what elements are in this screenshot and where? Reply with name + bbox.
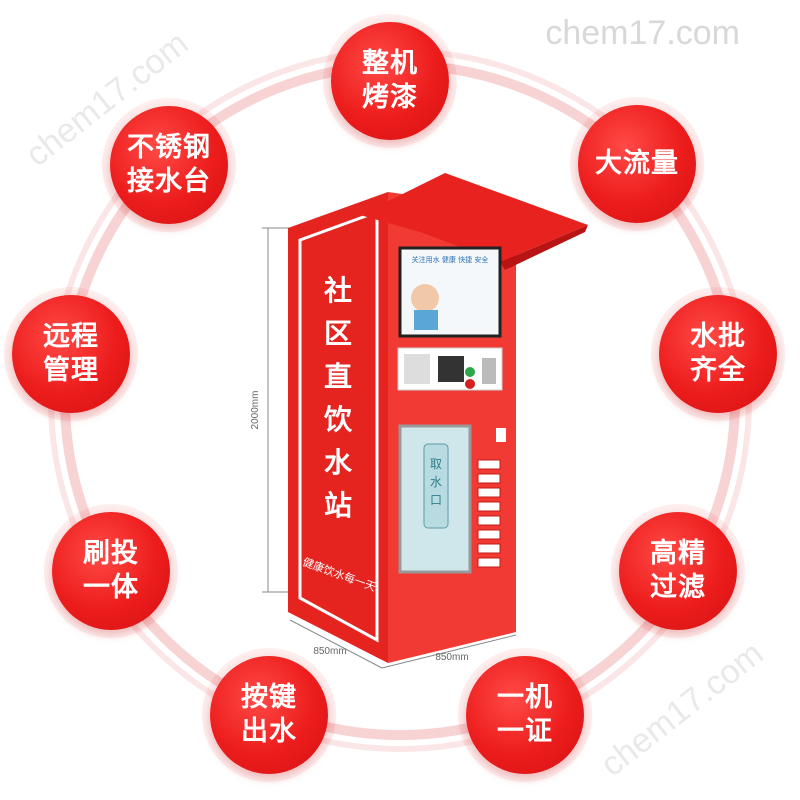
watermark-top: chem17.com [545, 14, 740, 52]
feature-line1: 刷投 [83, 538, 139, 569]
feature-button-dispense: 按键 出水 [210, 656, 328, 774]
dimension-lines [262, 227, 517, 669]
side-title-char: 区 [324, 317, 352, 350]
feature-line2: 齐全 [690, 355, 746, 386]
feature-line2: 一证 [497, 716, 553, 747]
depth-dimension: 850mm [313, 646, 346, 657]
stop-button [465, 379, 475, 389]
feature-one-cert: 一机 一证 [466, 656, 584, 774]
side-title-char: 饮 [323, 403, 353, 436]
feature-line1: 整机 [362, 48, 418, 79]
card-reader [404, 354, 430, 384]
screen-caption: 关注用水 健康 快捷 安全 [412, 255, 489, 264]
screen-child-shirt [414, 310, 438, 330]
side-title-char: 站 [324, 489, 352, 522]
tap-label-char: 取 [430, 457, 442, 471]
side-title-char: 直 [324, 360, 352, 393]
feature-line1: 水批 [690, 321, 746, 352]
lock [496, 428, 506, 442]
tap-nozzle [423, 443, 449, 529]
start-button [465, 367, 475, 377]
canopy-roof [360, 173, 588, 262]
feature-large-flow: 大流量 [578, 105, 696, 223]
feature-card-coin: 刷投 一体 [52, 512, 170, 630]
feature-line2: 管理 [43, 355, 99, 386]
feature-line2: 接水台 [127, 166, 211, 197]
feature-line1: 按键 [241, 682, 297, 713]
feature-baking-paint: 整机 烤漆 [331, 22, 449, 140]
screen-child-image [411, 284, 439, 312]
coin-slot [438, 356, 464, 382]
feature-certificates: 水批 齐全 [659, 295, 777, 413]
side-frame [298, 209, 379, 643]
feature-remote-management: 远程 管理 [12, 295, 130, 413]
feature-line2: 出水 [241, 716, 297, 747]
feature-line1: 高精 [650, 538, 706, 569]
feature-stainless-platform: 不锈钢 接水台 [110, 106, 228, 224]
instruction-list [477, 459, 501, 568]
feature-line2: 一体 [83, 572, 139, 603]
side-title-char: 社 [324, 274, 352, 307]
width-dimension: 850mm [435, 652, 468, 663]
tap-label-char: 口 [430, 493, 442, 507]
feature-line1: 一机 [497, 682, 553, 713]
feature-line2: 过滤 [650, 572, 706, 603]
feature-line1: 不锈钢 [127, 132, 211, 163]
height-dimension: 2000mm [250, 391, 261, 430]
bill-acceptor [482, 358, 496, 384]
feature-line1: 远程 [43, 321, 99, 352]
side-title-char: 水 [324, 446, 353, 479]
tap-label-char: 水 [430, 475, 442, 489]
feature-line2: 烤漆 [362, 82, 418, 113]
feature-high-filtration: 高精 过滤 [619, 512, 737, 630]
feature-line1: 大流量 [595, 148, 679, 179]
canopy-edge [500, 225, 588, 270]
cabinet-side [288, 192, 388, 663]
